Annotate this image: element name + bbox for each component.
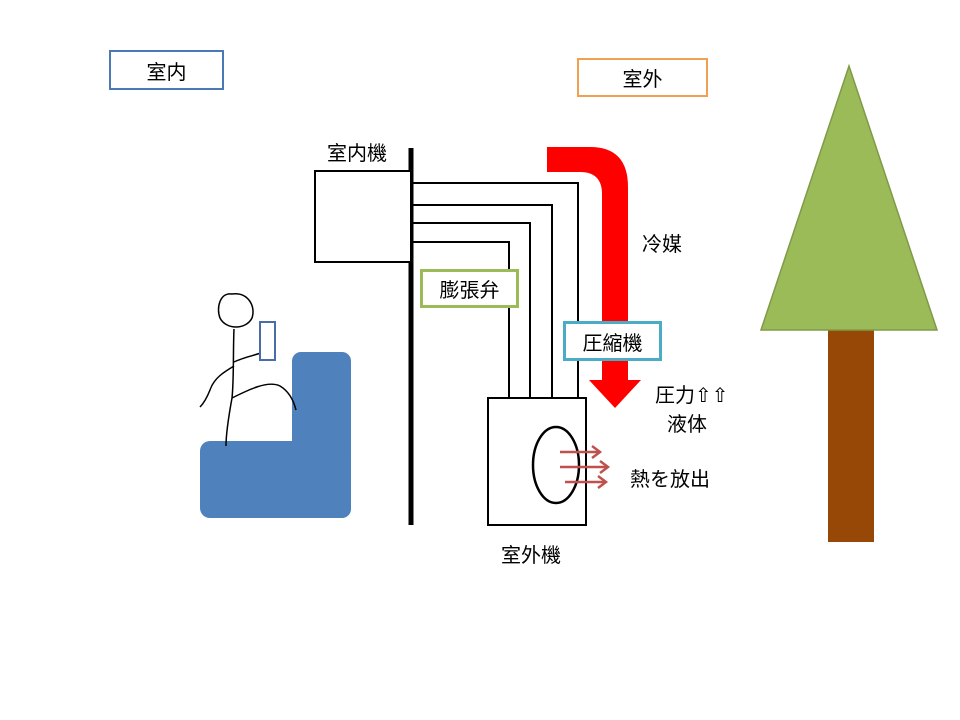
refrigerant-flow-arrow [547, 147, 641, 408]
expansion-valve-label: 膨張弁 [439, 278, 500, 302]
compressor-box: 圧縮機 [563, 321, 662, 361]
outdoor-label: 室外 [622, 67, 663, 91]
indoor-label-box: 室内 [109, 50, 224, 90]
pressure-label: 圧力⇧⇧ [655, 383, 729, 407]
tree-trunk [828, 330, 874, 542]
refrigerant-label: 冷媒 [642, 232, 682, 256]
outdoor-label-box: 室外 [577, 58, 708, 97]
liquid-label: 液体 [667, 412, 707, 436]
outdoor-unit-fan [531, 425, 581, 505]
expansion-valve-box: 膨張弁 [420, 269, 519, 308]
pipe-2 [411, 204, 553, 398]
pipe-4 [411, 241, 510, 398]
tree [759, 63, 939, 542]
indoor-unit-label: 室内機 [327, 141, 387, 165]
person-body [225, 328, 235, 447]
chair [200, 352, 351, 518]
person-head [217, 293, 254, 328]
tree-foliage [759, 63, 939, 331]
phone-icon [259, 321, 276, 361]
person-arm [199, 365, 235, 408]
indoor-label: 室内 [146, 59, 187, 84]
indoor-unit-shape [314, 170, 412, 263]
heat-release-arrows [560, 445, 611, 489]
person-figure [199, 293, 297, 447]
compressor-label: 圧縮機 [582, 330, 643, 355]
heat-release-label: 熱を放出 [630, 467, 710, 491]
outdoor-unit-label: 室外機 [501, 543, 561, 567]
person-leg [231, 383, 297, 411]
pipe-3 [411, 222, 531, 398]
